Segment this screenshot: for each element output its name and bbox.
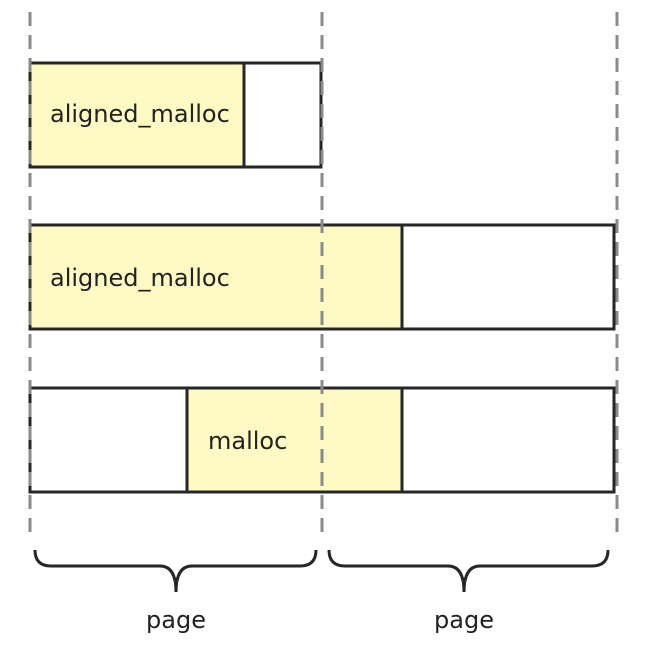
row-2-allocated-block bbox=[30, 225, 402, 329]
page-2-brace bbox=[327, 549, 610, 593]
row-3-allocated-block bbox=[187, 388, 402, 492]
row-2: aligned_malloc bbox=[28, 223, 616, 331]
row-3-label: malloc bbox=[208, 427, 287, 455]
row-1-allocated-block bbox=[30, 63, 244, 167]
row-2-label: aligned_malloc bbox=[50, 264, 230, 292]
page-2-label: page bbox=[434, 606, 494, 634]
row-1-label: aligned_malloc bbox=[50, 100, 230, 128]
page-1-label: page bbox=[146, 606, 206, 634]
page-boundaries bbox=[28, 12, 619, 532]
row-1: aligned_malloc bbox=[28, 61, 323, 169]
page-1-brace bbox=[33, 549, 318, 593]
